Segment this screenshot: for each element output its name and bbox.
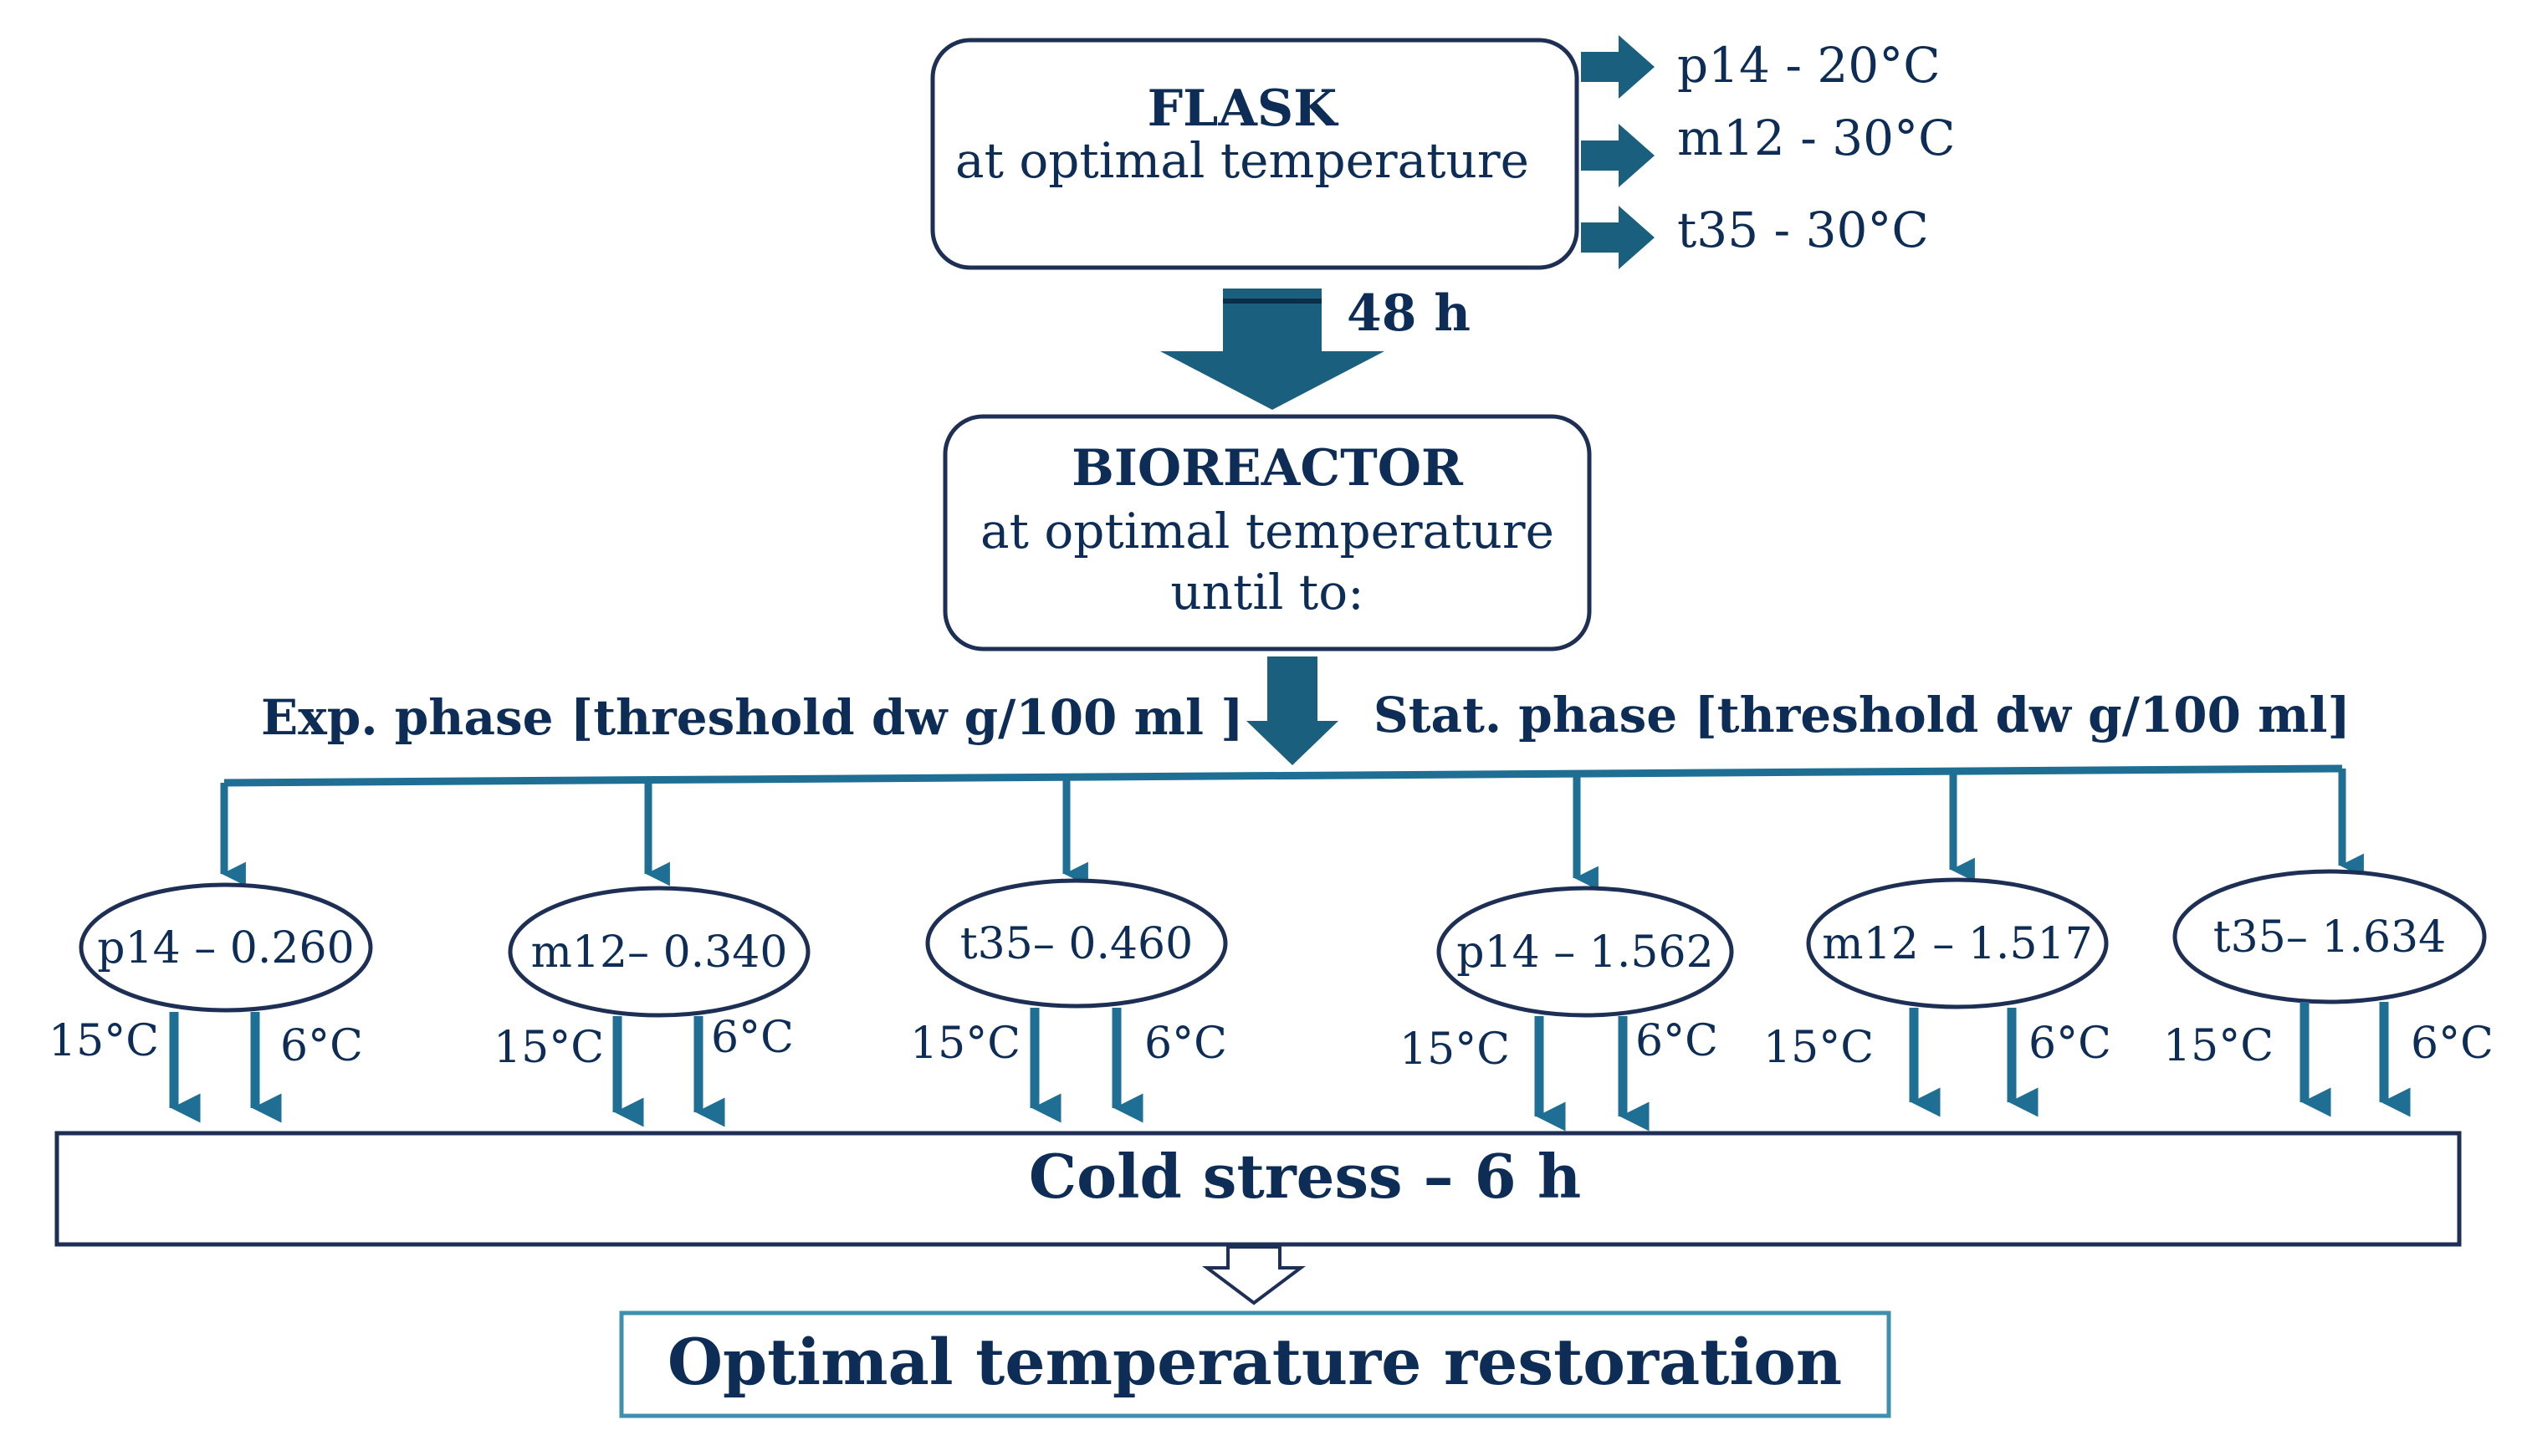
distribution-bar <box>223 764 2343 787</box>
output-arrow-3 <box>1581 206 1655 269</box>
flask-output-label-1: p14 - 20°C <box>1677 37 1941 94</box>
strain-label-2: m12– 0.340 <box>531 927 788 978</box>
flask-output-label-2: m12 - 30°C <box>1677 110 1955 166</box>
strain-ellipse-4 <box>1436 886 1734 1018</box>
temp-label-3b: 6°C <box>1144 1019 1227 1069</box>
temp-label-3a: 15°C <box>910 1019 1021 1069</box>
output-arrow-1 <box>1581 35 1655 99</box>
strain-ellipse-1 <box>79 882 373 1013</box>
cold-stress-label: Cold stress – 6 h <box>1029 1141 1581 1212</box>
strain-ellipse-2 <box>508 886 811 1018</box>
temp-label-1b: 6°C <box>280 1021 363 1071</box>
restoration-arrow <box>1202 1245 1306 1305</box>
temp-label-4a: 15°C <box>1399 1024 1510 1075</box>
bioreactor-down-arrow <box>1246 656 1338 765</box>
transfer-arrow <box>1160 289 1384 410</box>
temp-label-2b: 6°C <box>711 1013 794 1063</box>
cold-stress-box <box>54 1131 2462 1247</box>
bioreactor-box <box>943 414 1592 651</box>
transfer-duration: 48 h <box>1347 284 1471 343</box>
temperature-arrows <box>169 1002 2411 1132</box>
flask-title: FLASK <box>1148 79 1339 138</box>
flask-output-label-3: t35 - 30°C <box>1677 202 1929 258</box>
temp-label-6a: 15°C <box>2163 1021 2274 1071</box>
exp-phase-label: Exp. phase [threshold dw g/100 ml ] <box>261 689 1244 746</box>
temp-label-5b: 6°C <box>2028 1019 2111 1069</box>
flask-box <box>930 38 1579 270</box>
strain-branches <box>220 769 2364 891</box>
temp-label-1a: 15°C <box>49 1016 159 1066</box>
strain-ellipse-5 <box>1806 877 2109 1009</box>
stat-phase-label: Stat. phase [threshold dw g/100 ml] <box>1374 687 2351 743</box>
temp-label-4b: 6°C <box>1635 1016 1718 1066</box>
strain-label-6: t35– 1.634 <box>2213 912 2446 963</box>
output-arrow-2 <box>1581 124 1655 187</box>
temp-label-2a: 15°C <box>494 1023 604 1073</box>
bioreactor-line2: until to: <box>1170 564 1363 621</box>
strain-label-1: p14 – 0.260 <box>97 923 354 973</box>
temp-label-6b: 6°C <box>2411 1019 2494 1069</box>
bioreactor-title: BIOREACTOR <box>1072 439 1464 498</box>
restoration-label: Optimal temperature restoration <box>668 1325 1842 1399</box>
strain-label-4: p14 – 1.562 <box>1456 927 1713 978</box>
strain-label-3: t35– 0.460 <box>960 919 1193 969</box>
strain-ellipse-3 <box>925 878 1228 1009</box>
flask-output-arrows <box>1581 35 1655 269</box>
flask-subtitle: at optimal temperature <box>955 132 1529 189</box>
bioreactor-line1: at optimal temperature <box>980 503 1554 559</box>
strain-label-5: m12 – 1.517 <box>1822 919 2092 969</box>
temp-label-5a: 15°C <box>1763 1023 1874 1073</box>
strain-ellipse-6 <box>2172 869 2487 1004</box>
restoration-box <box>619 1310 1891 1418</box>
